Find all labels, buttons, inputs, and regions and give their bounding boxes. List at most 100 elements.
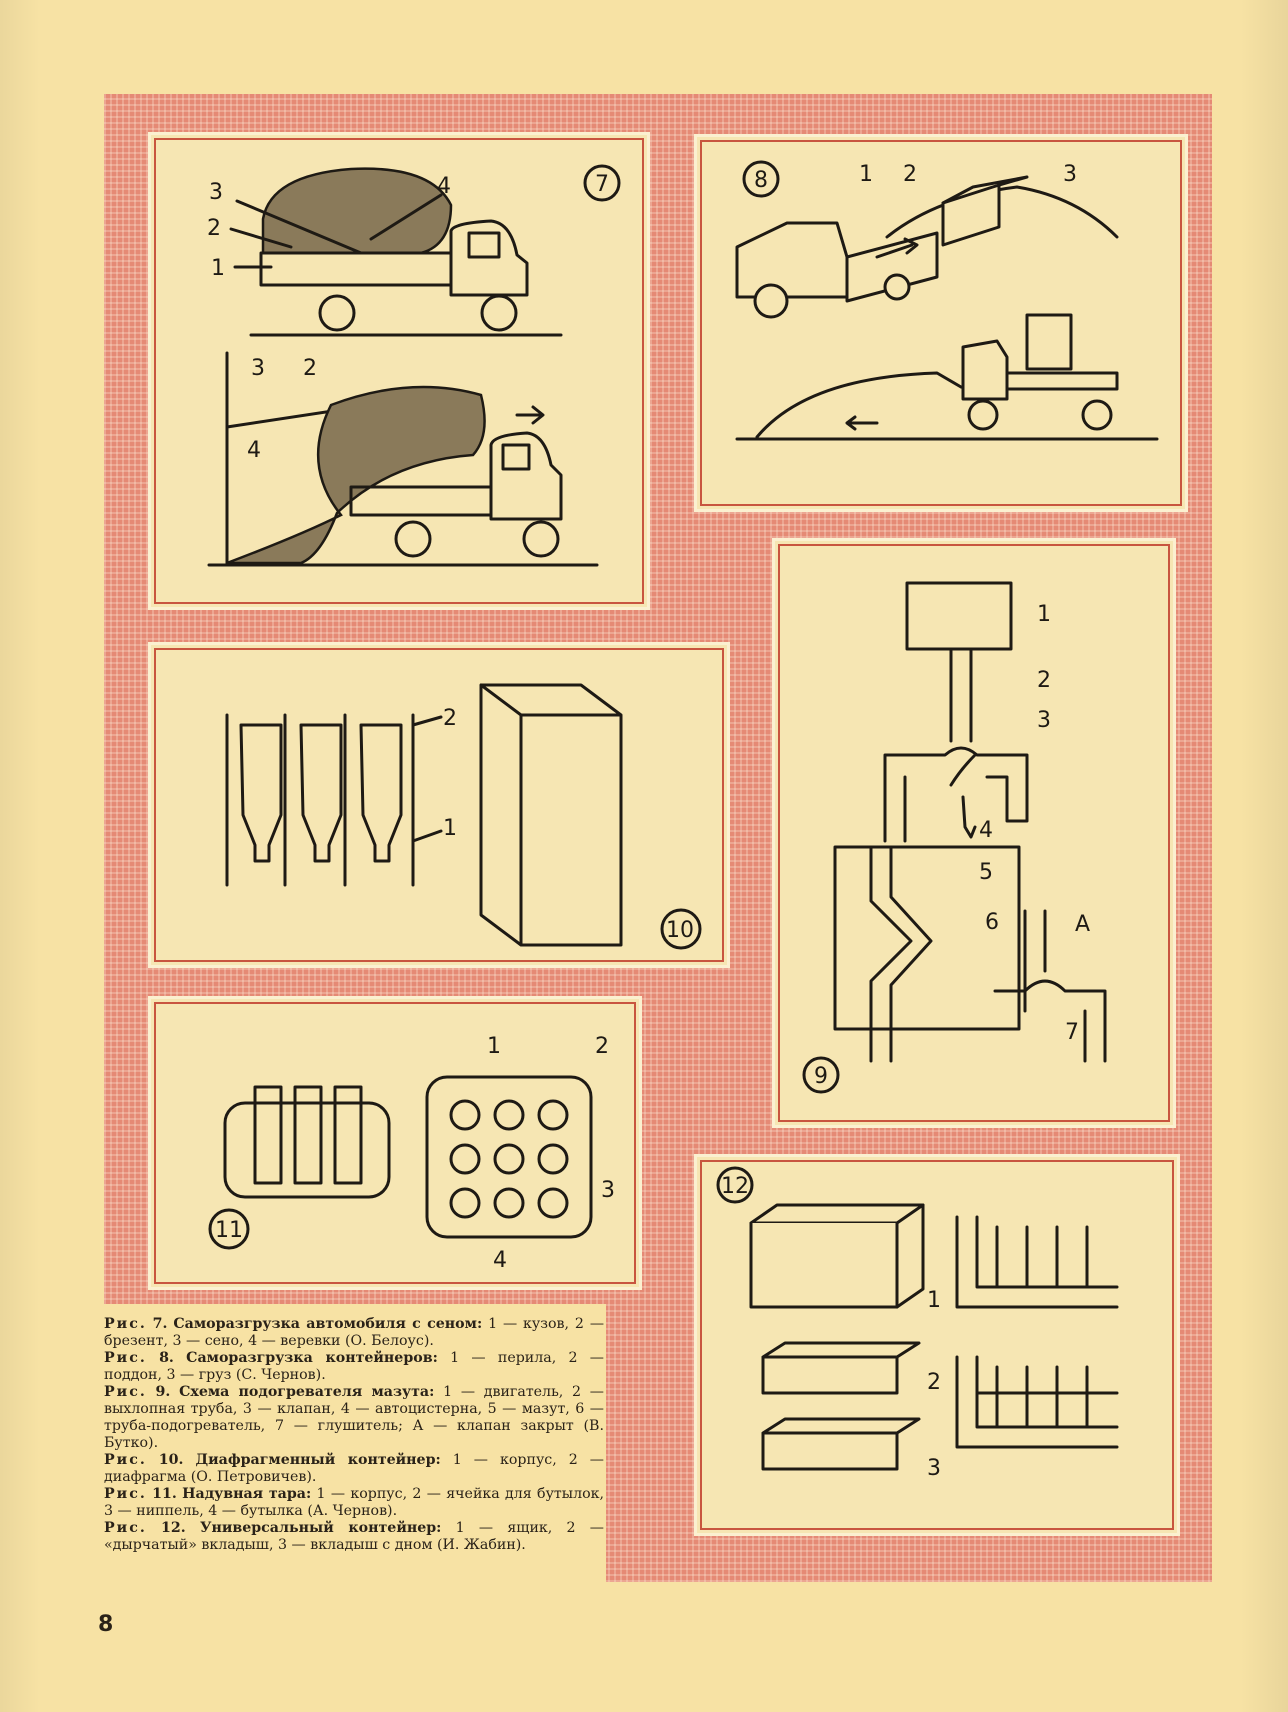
engine-box xyxy=(905,581,1013,651)
fig9-label: 1 xyxy=(1037,602,1051,627)
figure-12-panel: 12 1 2 3 xyxy=(694,1154,1180,1536)
caption-num: 12. xyxy=(161,1520,186,1536)
truck-body xyxy=(349,485,493,517)
container-frame xyxy=(479,683,623,947)
caption-ref: Рис. xyxy=(104,1384,147,1400)
wheel xyxy=(394,520,432,558)
wheel xyxy=(753,283,789,319)
page-number: 8 xyxy=(98,1612,114,1637)
arrow-right-icon xyxy=(515,405,545,425)
wheel xyxy=(967,399,999,431)
leader xyxy=(369,193,443,241)
caption-title: Диафрагменный контейнер: xyxy=(195,1452,441,1468)
figure-7-panel: 7 1 2 3 4 2 3 4 xyxy=(148,132,650,610)
fig10-label: 2 xyxy=(443,706,457,731)
insert-with-bottom xyxy=(761,1417,921,1471)
exhaust-pipe xyxy=(949,647,973,743)
truck-cab xyxy=(489,431,563,521)
closed-valve-detail xyxy=(993,989,1027,1013)
tank xyxy=(833,845,1021,1031)
fig9-label: 3 xyxy=(1037,708,1051,733)
caption-11: Рис. 11. Надувная тара: 1 — корпус, 2 — … xyxy=(104,1486,604,1520)
fig7-label: 3 xyxy=(209,180,223,205)
caption-text: 1 — двигатель, 2 — выхлопная труба, 3 — … xyxy=(104,1384,604,1451)
figure-11-panel: 1 2 3 4 11 xyxy=(148,996,642,1290)
figure-captions: Рис. 7. Саморазгрузка автомобиля с сеном… xyxy=(104,1316,604,1554)
box-top xyxy=(749,1203,925,1225)
fig7-label: 3 xyxy=(251,356,265,381)
cab-window xyxy=(467,231,501,259)
bottles-outline xyxy=(253,1085,363,1185)
caption-title: Надувная тара: xyxy=(182,1486,312,1502)
figure-10-drawing: 2 1 10 xyxy=(225,683,702,950)
fig9-label: 5 xyxy=(979,860,993,885)
section-view xyxy=(955,1355,1119,1449)
figure-11-number: 11 xyxy=(215,1218,243,1243)
leader xyxy=(961,795,977,839)
fig7-label: 1 xyxy=(211,256,225,281)
figure-12-drawing: 12 1 2 3 xyxy=(716,1166,1119,1481)
figure-9-panel: 1 2 3 4 5 6 А 7 9 xyxy=(772,538,1176,1128)
leader xyxy=(229,227,293,249)
cargo-box xyxy=(1025,313,1073,371)
bottle xyxy=(239,723,283,863)
fig11-label: 2 xyxy=(595,1034,609,1059)
caption-10: Рис. 10. Диафрагменный контейнер: 1 — ко… xyxy=(104,1452,604,1486)
caption-num: 8. xyxy=(159,1350,174,1366)
heater-pipe xyxy=(869,845,933,1063)
caption-text: 1 — кузов, 2 — брезент, 3 — сено, 4 — ве… xyxy=(104,1316,605,1349)
pipe-down xyxy=(883,769,907,843)
fig9-label: 7 xyxy=(1065,1020,1079,1045)
fig9-label: А xyxy=(1075,912,1090,937)
leader xyxy=(235,199,363,255)
caption-num: 10. xyxy=(158,1452,184,1468)
fig7-label: 4 xyxy=(247,438,261,463)
caption-title: Универсальный контейнер: xyxy=(199,1520,442,1536)
fig11-label: 1 xyxy=(487,1034,501,1059)
caption-ref: Рис. xyxy=(104,1452,147,1468)
bottle xyxy=(299,723,343,863)
caption-ref: Рис. xyxy=(104,1520,147,1536)
caption-num: 9. xyxy=(155,1384,171,1400)
arrow-left-icon xyxy=(845,415,879,431)
cab-window xyxy=(501,443,531,471)
box-side xyxy=(895,1203,925,1309)
truck-bed xyxy=(1005,371,1119,391)
fig12-label: 1 xyxy=(927,1288,941,1313)
box-front xyxy=(749,1223,899,1309)
fig9-label: 6 xyxy=(985,910,999,935)
figure-9-drawing: 1 2 3 4 5 6 А 7 9 xyxy=(802,581,1107,1094)
hay-unloading xyxy=(226,385,486,565)
caption-title: Саморазгрузка контейнеров: xyxy=(186,1350,438,1366)
section-view xyxy=(955,1215,1119,1309)
fig11-label: 4 xyxy=(493,1248,507,1273)
caption-8: Рис. 8. Саморазгрузка контейнеров: 1 — п… xyxy=(104,1350,604,1384)
hay-load xyxy=(261,167,453,255)
figure-9-number: 9 xyxy=(814,1064,828,1089)
figure-7-number-circle xyxy=(583,164,621,202)
fig9-label: 2 xyxy=(1037,668,1051,693)
ramp-curve xyxy=(755,371,963,439)
fig9-label: 4 xyxy=(979,818,993,843)
caption-title: Схема подогревателя мазута: xyxy=(179,1384,435,1400)
leader xyxy=(411,715,443,727)
figure-11-drawing: 1 2 3 4 11 xyxy=(208,1034,615,1273)
cargo-top xyxy=(941,175,1029,205)
figure-7-number: 7 xyxy=(595,172,609,197)
caption-ref: Рис. xyxy=(104,1486,147,1502)
caption-text: 1 — корпус, 2 — диафрагма (О. Петровичев… xyxy=(104,1452,604,1485)
figure-8-number-circle xyxy=(742,160,780,198)
fig7-label: 2 xyxy=(303,356,317,381)
caption-12: Рис. 12. Универсальный контейнер: 1 — ящ… xyxy=(104,1520,604,1554)
truck-body xyxy=(259,251,453,287)
figure-10-number-circle xyxy=(660,908,702,950)
caption-num: 11. xyxy=(152,1486,177,1502)
pallet-cargo xyxy=(941,183,1001,247)
truck-cab xyxy=(735,221,849,299)
figure-11-number-circle xyxy=(208,1208,250,1250)
arrow-icon xyxy=(875,237,919,259)
fig7-label: 4 xyxy=(437,174,451,199)
caption-ref: Рис. xyxy=(104,1350,147,1366)
caption-text: 1 — ящик, 2 — «дырчатый» вкладыш, 3 — вк… xyxy=(104,1520,604,1553)
section-partitions xyxy=(995,1225,1089,1289)
